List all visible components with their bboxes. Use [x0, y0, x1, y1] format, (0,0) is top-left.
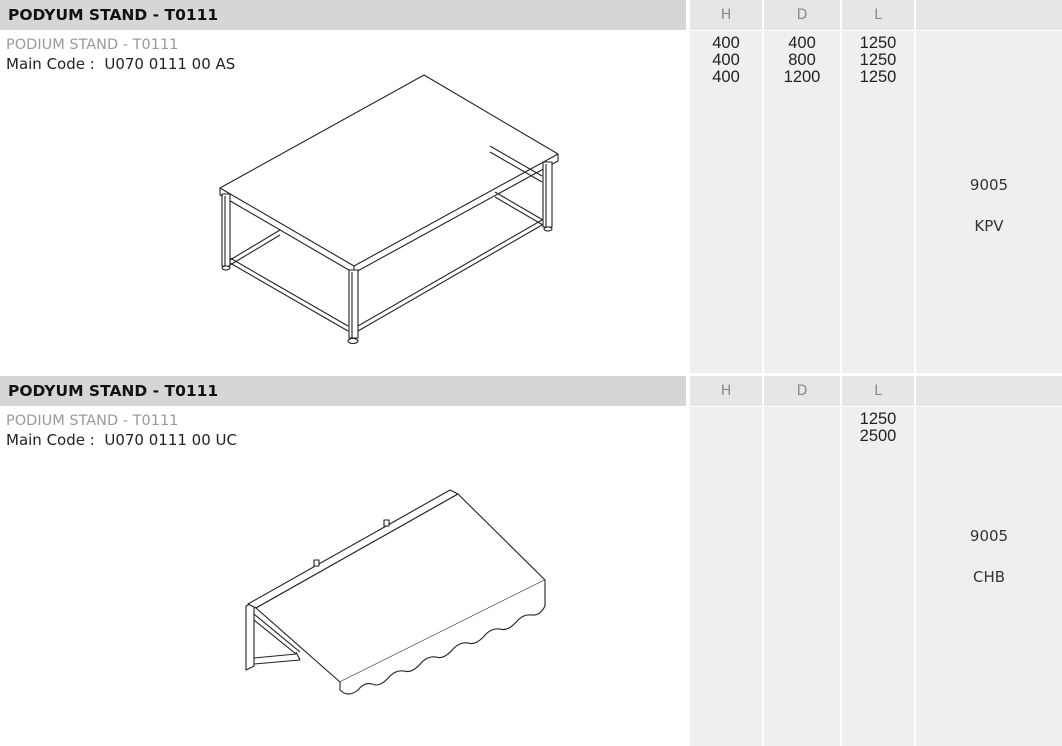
col-d: 400 800 1200: [764, 31, 840, 373]
product-title: PODYUM STAND - T0111: [0, 376, 686, 406]
cell-h: 400: [712, 68, 740, 86]
col-d: [764, 407, 840, 746]
cell-l: 1250: [859, 51, 897, 69]
col-header-blank: [916, 0, 1062, 30]
cell-h: [690, 411, 762, 428]
cell-h: 400: [712, 34, 740, 52]
col-header-blank: [916, 376, 1062, 406]
product-drawing-awning: [240, 484, 560, 704]
cell-d: [764, 411, 840, 428]
cell-l: 2500: [859, 427, 897, 445]
col-header-h: H: [690, 0, 762, 30]
col-header-d: D: [764, 376, 840, 406]
col-l: 1250 2500: [842, 407, 914, 746]
cell-d: 1200: [783, 68, 821, 86]
main-code-label: Main Code :: [6, 431, 95, 449]
cell-d: 400: [788, 34, 816, 52]
cell-l: 1250: [859, 68, 897, 86]
product-subtitle: PODIUM STAND - T0111: [6, 413, 179, 429]
cell-l: 1250: [859, 410, 897, 428]
col-header-l: L: [842, 376, 914, 406]
product-header: PODYUM STAND - T0111 H D L: [0, 0, 1062, 30]
cell-h: 400: [712, 51, 740, 69]
variant-code: CHB: [972, 568, 1006, 586]
col-extra: 9005 CHB: [916, 407, 1062, 746]
product-subtitle: PODIUM STAND - T0111: [6, 37, 179, 53]
cell-h: [690, 428, 762, 445]
main-code-label: Main Code :: [6, 55, 95, 73]
col-extra: 9005 KPV: [916, 31, 1062, 373]
col-l: 1250 1250 1250: [842, 31, 914, 373]
cell-d: 800: [788, 51, 816, 69]
product-title: PODYUM STAND - T0111: [0, 0, 686, 30]
col-header-d: D: [764, 0, 840, 30]
main-code-value: U070 0111 00 AS: [104, 55, 236, 73]
main-code: Main Code : U070 0111 00 UC: [6, 431, 237, 449]
color-code: 9005: [969, 176, 1009, 194]
color-code: 9005: [969, 527, 1009, 545]
product-drawing-table: [210, 70, 570, 350]
product-section-2: PODYUM STAND - T0111 H D L PODIUM STAND …: [0, 376, 1062, 746]
col-h: 400 400 400: [690, 31, 762, 373]
cell-d: [764, 428, 840, 445]
product-header: PODYUM STAND - T0111 H D L: [0, 376, 1062, 406]
cell-l: 1250: [859, 34, 897, 52]
main-code-value: U070 0111 00 UC: [104, 431, 237, 449]
main-code: Main Code : U070 0111 00 AS: [6, 55, 235, 73]
product-section-1: PODYUM STAND - T0111 H D L PODIUM STAND …: [0, 0, 1062, 373]
col-header-h: H: [690, 376, 762, 406]
col-header-l: L: [842, 0, 914, 30]
variant-code: KPV: [974, 217, 1004, 235]
col-h: [690, 407, 762, 746]
